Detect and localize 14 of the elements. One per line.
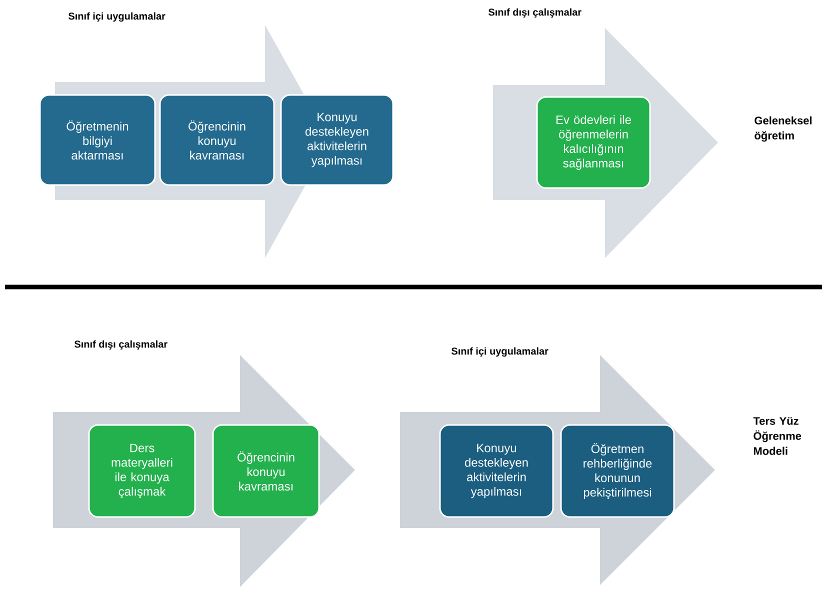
process-box: Öğretmen rehberliğinde konunun pekiştirilmesi	[560, 424, 675, 518]
process-box: Öğretmenin bilgiyi aktarması	[39, 94, 156, 186]
section-heading: Sınıf dışı çalışmalar	[74, 340, 168, 350]
process-box: Konuyu destekleyen aktivitelerin yapılması	[280, 94, 394, 186]
process-box: Öğrencinin konuyu kavraması	[159, 94, 275, 186]
process-box: Ev ödevleri ile öğrenmelerin kalıcılığının sağlanması	[536, 96, 651, 189]
section-heading: Sınıf içi uygulamalar	[452, 347, 548, 357]
model-label: Geleneksel öğretim	[754, 116, 812, 142]
process-box: Ders materyalleri ile konuya çalışmak	[88, 424, 196, 518]
model-label: Ters Yüz Öğrenme Modeli	[753, 417, 802, 455]
section-heading: Sınıf içi uygulamalar	[68, 12, 166, 22]
process-box: Konuyu destekleyen aktivitelerin yapılması	[439, 424, 554, 518]
section-heading: Sınıf dışı çalışmalar	[488, 8, 582, 18]
process-box: Öğrencinin konuyu kavraması	[212, 424, 320, 518]
